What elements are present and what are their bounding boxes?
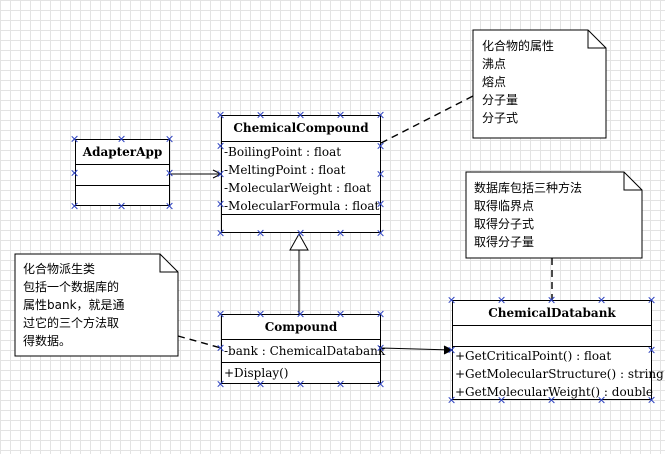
- selection-handle[interactable]: [72, 203, 78, 209]
- note-fold-derived: [159, 254, 178, 273]
- attribute-row: -MolecularWeight : float: [224, 181, 372, 195]
- class-name: ChemicalDatabank: [453, 301, 651, 326]
- operations-compartment: +GetCriticalPoint() : float +GetMolecula…: [453, 347, 664, 399]
- note-fold-properties: [587, 30, 606, 49]
- note-anchor-derived: [177, 335, 222, 349]
- class-chemical-databank[interactable]: ChemicalDatabank +GetCriticalPoint() : f…: [452, 300, 664, 400]
- class-compound[interactable]: Compound -bank : ChemicalDatabank +Displ…: [221, 314, 386, 384]
- selection-handle[interactable]: [72, 170, 78, 176]
- selection-handle[interactable]: [378, 381, 384, 387]
- selection-handle[interactable]: [378, 230, 384, 236]
- selection-handle[interactable]: [218, 381, 224, 387]
- selection-handle[interactable]: [218, 201, 224, 207]
- class-chemical-compound[interactable]: ChemicalCompound -BoilingPoint : float -…: [221, 115, 381, 233]
- note-shape-databank: [465, 171, 643, 259]
- selection-handle[interactable]: [72, 136, 78, 142]
- attribute-row: -BoilingPoint : float: [224, 145, 342, 159]
- class-adapter-app[interactable]: AdapterApp: [75, 139, 170, 206]
- operation-row: +GetMolecularStructure() : string: [455, 367, 664, 381]
- selection-handle[interactable]: [378, 201, 384, 207]
- selection-handle[interactable]: [449, 397, 455, 403]
- selection-handle[interactable]: [218, 112, 224, 118]
- selection-handle[interactable]: [338, 311, 344, 317]
- selection-handle[interactable]: [649, 297, 655, 303]
- class-name: Compound: [222, 315, 380, 340]
- attributes-compartment: -BoilingPoint : float -MeltingPoint : fl…: [222, 142, 380, 215]
- selection-handle[interactable]: [218, 345, 224, 351]
- selection-handle[interactable]: [599, 397, 605, 403]
- selection-handle[interactable]: [167, 203, 173, 209]
- note-fold-databank: [623, 172, 642, 191]
- attribute-row: -MolecularFormula : float: [224, 199, 380, 213]
- selection-handle[interactable]: [338, 112, 344, 118]
- attributes-compartment: [76, 165, 169, 186]
- selection-handle[interactable]: [649, 347, 655, 353]
- selection-handle[interactable]: [549, 397, 555, 403]
- selection-handle[interactable]: [338, 381, 344, 387]
- selection-handle[interactable]: [499, 297, 505, 303]
- selection-handle[interactable]: [167, 170, 173, 176]
- selection-handle[interactable]: [218, 143, 224, 149]
- selection-handle[interactable]: [258, 230, 264, 236]
- selection-handle[interactable]: [298, 381, 304, 387]
- operation-row: +GetCriticalPoint() : float: [455, 349, 612, 363]
- selection-handle[interactable]: [549, 297, 555, 303]
- selection-handle[interactable]: [449, 347, 455, 353]
- note-shape-derived: [14, 253, 179, 357]
- note-databank-methods: 数据库包括三种方法 取得临界点 取得分子式 取得分子量: [474, 181, 583, 249]
- association-compound-to-databank: [380, 347, 453, 351]
- selection-handle[interactable]: [218, 311, 224, 317]
- class-name: AdapterApp: [76, 140, 169, 165]
- attribute-row: -MeltingPoint : float: [224, 163, 346, 177]
- generalization-triangle: [289, 232, 309, 251]
- selection-handle[interactable]: [258, 112, 264, 118]
- selection-handle[interactable]: [378, 171, 384, 177]
- selection-handle[interactable]: [649, 397, 655, 403]
- note-anchor-properties: [380, 95, 474, 144]
- selection-handle[interactable]: [218, 230, 224, 236]
- selection-handle[interactable]: [378, 112, 384, 118]
- attribute-row: -bank : ChemicalDatabank: [224, 344, 386, 358]
- operation-row: +Display(): [224, 366, 289, 380]
- selection-handle[interactable]: [449, 297, 455, 303]
- selection-handle[interactable]: [119, 136, 125, 142]
- operations-compartment: +Display(): [222, 363, 380, 383]
- selection-handle[interactable]: [378, 143, 384, 149]
- note-compound-derived: 化合物派生类 包括一个数据库的 属性bank，就是通 过它的三个方法取 得数据。: [23, 262, 125, 348]
- selection-handle[interactable]: [378, 311, 384, 317]
- selection-handle[interactable]: [258, 381, 264, 387]
- selection-handle[interactable]: [258, 311, 264, 317]
- selection-handle[interactable]: [119, 203, 125, 209]
- note-compound-properties: 化合物的属性 沸点 熔点 分子量 分子式: [482, 39, 555, 125]
- selection-handle[interactable]: [218, 171, 224, 177]
- selection-handle[interactable]: [499, 397, 505, 403]
- class-name: ChemicalCompound: [222, 116, 380, 142]
- attributes-compartment: [453, 326, 651, 347]
- selection-handle[interactable]: [298, 230, 304, 236]
- selection-handle[interactable]: [167, 136, 173, 142]
- note-shape-properties: [472, 29, 607, 139]
- attributes-compartment: -bank : ChemicalDatabank: [222, 340, 386, 363]
- selection-handle[interactable]: [338, 230, 344, 236]
- selection-handle[interactable]: [298, 311, 304, 317]
- selection-handle[interactable]: [378, 345, 384, 351]
- selection-handle[interactable]: [298, 112, 304, 118]
- selection-handle[interactable]: [599, 297, 605, 303]
